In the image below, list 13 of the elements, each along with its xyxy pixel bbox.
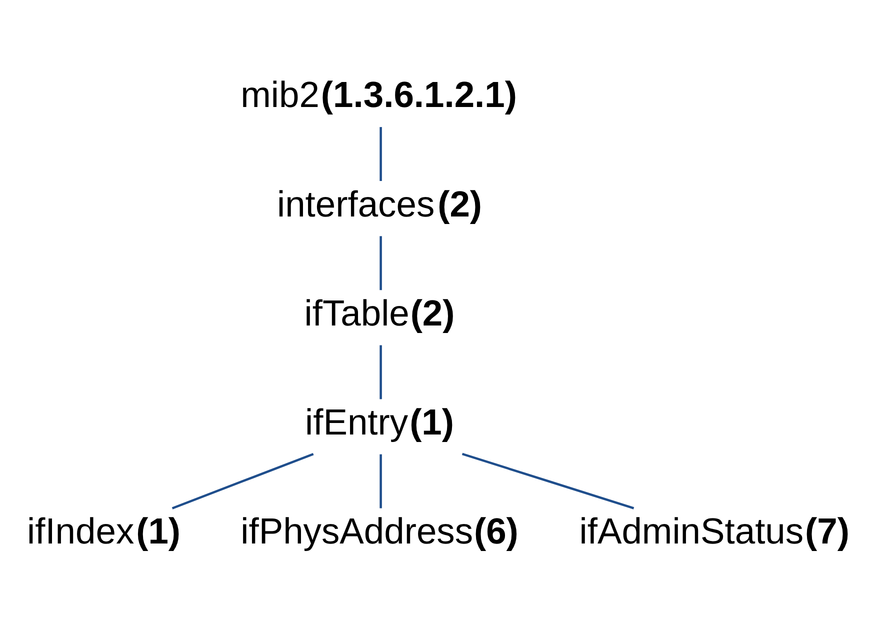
node-text: ifIndex(1) xyxy=(27,510,181,552)
connector xyxy=(380,126,382,180)
connector xyxy=(462,452,634,509)
node-text: mib2(1.3.6.1.2.1) xyxy=(240,74,518,115)
node-text: ifAdminStatus(7) xyxy=(579,510,850,552)
connector xyxy=(380,344,382,399)
node-text: interfaces(2) xyxy=(277,182,482,224)
connector xyxy=(380,236,382,290)
node-text: ifTable(2) xyxy=(304,292,455,333)
node-text: ifPhysAddress(6) xyxy=(240,510,518,552)
connector xyxy=(172,452,314,509)
node-text: ifEntry(1) xyxy=(305,400,454,442)
connector xyxy=(380,454,382,508)
